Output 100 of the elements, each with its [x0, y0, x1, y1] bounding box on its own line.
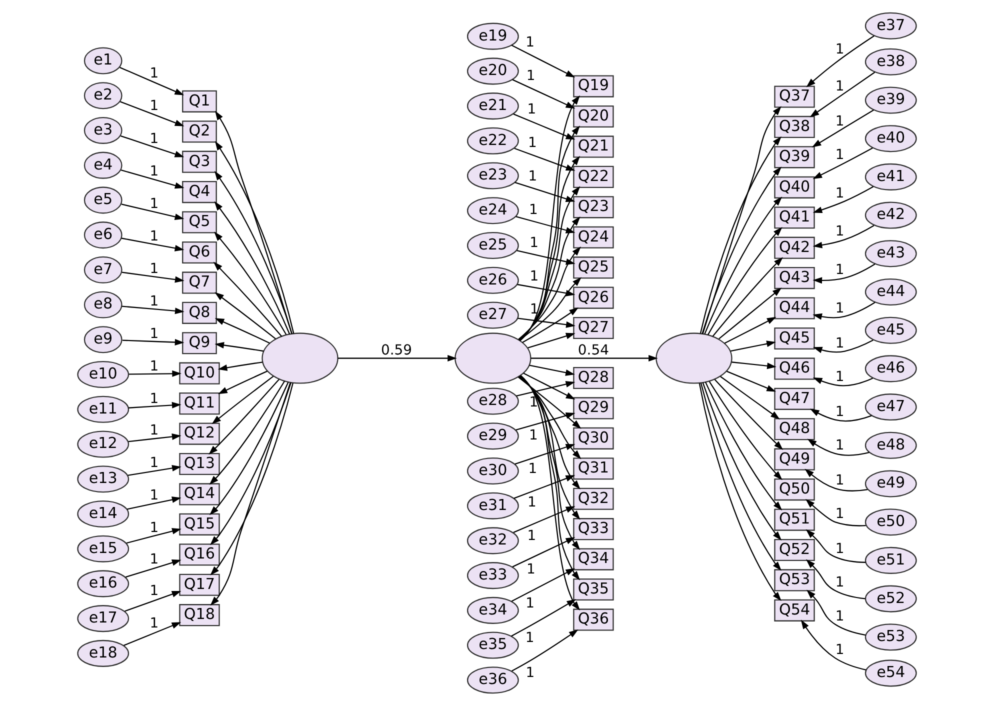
node-ellipse: e41	[864, 163, 916, 190]
arrow	[724, 316, 776, 344]
edge-label: 1	[149, 98, 158, 114]
arrow	[518, 186, 580, 341]
node-ellipse: e15	[76, 535, 129, 562]
arrow	[214, 232, 286, 335]
arrow	[214, 201, 290, 334]
arrow	[128, 433, 181, 442]
node-box: Q11	[178, 392, 220, 415]
node-box: Q51	[774, 508, 814, 531]
node-box: Q38	[774, 116, 814, 138]
arrow	[512, 506, 575, 533]
edge-label: 1	[834, 78, 844, 94]
node-ellipse: e53	[864, 624, 916, 651]
node-ellipse: e25	[466, 232, 518, 260]
node-ellipse: e23	[466, 162, 518, 190]
arrow	[123, 622, 181, 646]
arrow	[119, 66, 184, 96]
node-box: Q48	[774, 418, 814, 440]
arrow	[128, 370, 181, 377]
node-ellipse: e31	[466, 492, 518, 520]
arrow	[812, 147, 872, 180]
edge-label: 1	[834, 262, 844, 278]
node-ellipse: e12	[76, 430, 129, 458]
node-box: Q26	[572, 286, 614, 309]
node-ellipse: e38	[864, 48, 916, 76]
arrow	[214, 342, 264, 352]
node-ellipse: e6	[83, 222, 122, 249]
node-ellipse: e44	[864, 278, 916, 306]
edge-label: 1	[149, 551, 158, 568]
arrow	[208, 382, 288, 516]
node-box: Q54	[774, 599, 814, 622]
arrow	[214, 292, 276, 340]
node-ellipse: e34	[466, 596, 518, 624]
arrow	[124, 560, 181, 578]
node-box: Q30	[572, 427, 614, 450]
edge-label: 1	[149, 358, 158, 375]
arrow	[516, 284, 575, 296]
node-box: Q4	[182, 181, 216, 204]
arrow	[812, 224, 874, 248]
node-box: Q47	[774, 388, 814, 410]
node-ellipse: e24	[466, 197, 518, 224]
edge-label: 1	[834, 404, 844, 420]
node-box: Q16	[178, 544, 220, 566]
edge-label: 1	[149, 228, 158, 244]
node-box: Q15	[178, 513, 220, 536]
edge-label: 1	[149, 488, 158, 504]
node-box: Q27	[572, 316, 614, 340]
node-ellipse: e50	[864, 508, 916, 536]
edge-label: 1	[834, 541, 844, 558]
node-box: Q14	[178, 483, 220, 506]
node-ellipse: e33	[466, 562, 518, 590]
arrow	[214, 318, 270, 344]
node-ellipse: e8	[83, 291, 122, 318]
arrow	[726, 370, 776, 392]
edge-label: 1	[149, 196, 158, 212]
arrow	[517, 376, 581, 429]
arrow	[513, 475, 575, 499]
arrow	[528, 364, 574, 376]
arrow	[811, 109, 874, 148]
node-box: Q50	[774, 478, 814, 501]
arrow	[809, 72, 875, 118]
node-box: Q37	[774, 86, 814, 108]
node-box: Q44	[774, 297, 814, 320]
node-ellipse: e17	[76, 605, 129, 632]
edge-label: 1	[528, 428, 538, 444]
arrow	[519, 375, 580, 550]
arrow	[120, 238, 184, 252]
arrow	[530, 354, 658, 362]
edge-label: 1	[149, 520, 158, 536]
node-ellipse: e11	[76, 396, 129, 423]
edge-label: 1	[834, 642, 844, 658]
node-ellipse: e36	[466, 666, 518, 694]
arrow	[121, 272, 184, 283]
edge-label: 1	[834, 335, 844, 352]
node-ellipse: e13	[76, 466, 129, 493]
node-ellipse: e20	[466, 58, 518, 85]
node-ellipse: e5	[83, 186, 122, 214]
arrow	[522, 372, 575, 400]
edge-label: 1	[149, 163, 158, 180]
node-ellipse: e40	[864, 125, 916, 152]
arrow	[120, 135, 184, 158]
arrow	[800, 620, 866, 670]
arrow	[210, 382, 290, 606]
node-box: Q5	[182, 211, 216, 234]
arrow	[514, 182, 575, 202]
edge-label: 1	[834, 300, 844, 316]
node-ellipse: e14	[76, 500, 129, 528]
edge-label: 1	[528, 168, 537, 185]
arrow	[516, 381, 575, 397]
arrow	[702, 382, 782, 540]
edge-label: 1	[834, 185, 844, 202]
node-box: Q1	[182, 90, 216, 112]
edge-label: 1	[834, 574, 844, 591]
arrow	[731, 362, 776, 370]
edge-label: 1	[525, 664, 534, 681]
edge-label: 1	[149, 455, 158, 472]
node-box: Q18	[178, 604, 220, 626]
edge-label: 0.59	[380, 342, 412, 358]
node-ellipse: e1	[83, 47, 122, 74]
